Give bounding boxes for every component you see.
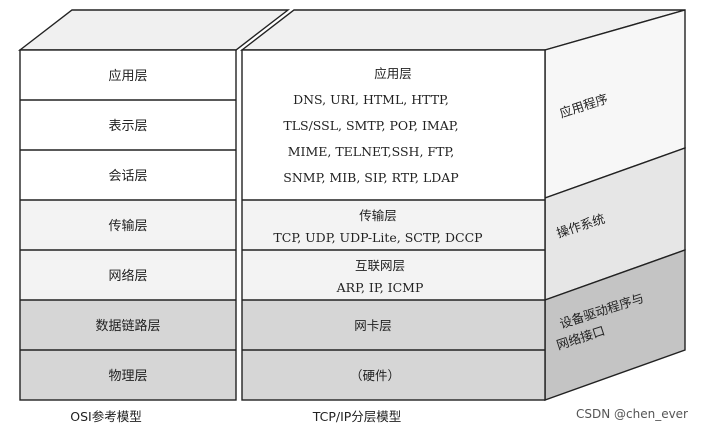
tcpip-transport-title: 传输层 bbox=[359, 208, 397, 223]
tcpip-layer-bg-link bbox=[242, 300, 545, 350]
osi-layer-bg-network bbox=[20, 250, 236, 300]
tcpip-hardware-title: （硬件） bbox=[350, 368, 400, 383]
tcpip-application-protocols-1: DNS, URI, HTML, HTTP, bbox=[293, 92, 449, 107]
osi-layer-session: 会话层 bbox=[108, 169, 147, 184]
tcpip-internet-title: 互联网层 bbox=[355, 258, 405, 273]
osi-model-box: 应用层 表示层 会话层 传输层 网络层 数据链路层 物理层 bbox=[17, 9, 291, 401]
osi-layer-bg-transport bbox=[20, 200, 236, 250]
tcpip-model-box: 应用层 DNS, URI, HTML, HTTP, TLS/SSL, SMTP,… bbox=[239, 9, 686, 401]
tcpip-internet-protocols: ARP, IP, ICMP bbox=[336, 280, 424, 295]
osi-layer-bg-session bbox=[20, 150, 236, 200]
tcpip-application-protocols-4: SNMP, MIB, SIP, RTP, LDAP bbox=[283, 170, 458, 185]
tcpip-application-protocols-3: MIME, TELNET,SSH, FTP, bbox=[288, 144, 455, 159]
tcpip-link-title: 网卡层 bbox=[354, 318, 392, 333]
osi-layer-network: 网络层 bbox=[108, 268, 147, 284]
osi-layer-transport: 传输层 bbox=[108, 218, 147, 234]
tcpip-application-protocols-2: TLS/SSL, SMTP, POP, IMAP, bbox=[283, 118, 458, 133]
osi-layer-presentation: 表示层 bbox=[108, 119, 147, 134]
osi-layer-bg-presentation bbox=[20, 100, 236, 150]
tcpip-layer-bg-internet bbox=[242, 250, 545, 300]
osi-top-face bbox=[17, 9, 291, 51]
csdn-watermark: CSDN @chen_ever bbox=[576, 407, 688, 421]
osi-layer-physical: 物理层 bbox=[108, 369, 147, 384]
tcpip-transport-protocols: TCP, UDP, UDP-Lite, SCTP, DCCP bbox=[273, 230, 482, 245]
tcpip-layer-bg-transport bbox=[242, 200, 545, 250]
tcpip-layer-bg-hardware bbox=[242, 350, 545, 400]
tcpip-caption: TCP/IP分层模型 bbox=[312, 409, 402, 424]
osi-layer-application: 应用层 bbox=[108, 68, 147, 84]
osi-layer-bg-physical bbox=[20, 350, 236, 400]
tcpip-layer-bg-application bbox=[242, 50, 545, 200]
osi-layer-datalink: 数据链路层 bbox=[95, 318, 160, 334]
osi-caption: OSI参考模型 bbox=[70, 409, 141, 424]
osi-layer-bg-datalink bbox=[20, 300, 236, 350]
tcpip-application-title: 应用层 bbox=[374, 66, 412, 81]
osi-layer-bg-application bbox=[20, 50, 236, 100]
